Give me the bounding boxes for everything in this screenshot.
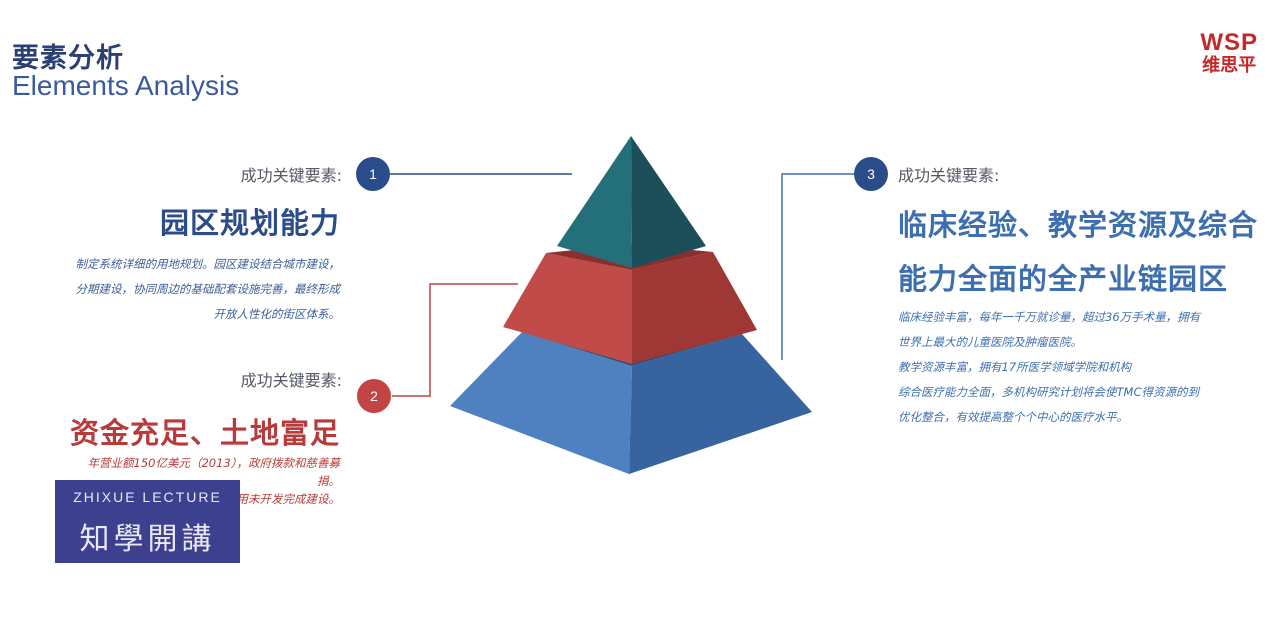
factor-3-description-line: 临床经验丰富，每年一千万就诊量，超过36万手术量，拥有: [898, 310, 1201, 324]
watermark-logo: ZHIXUE LECTURE 知學開講: [55, 480, 240, 563]
pyramid-tier-3-side: [629, 334, 812, 474]
pyramid-tier-2-front: [503, 253, 632, 364]
pyramid-tier-2-side: [632, 252, 757, 364]
factor-3-description: 临床经验丰富，每年一千万就诊量，超过36万手术量，拥有 世界上最大的儿童医院及肿…: [898, 305, 1268, 430]
factor-1-description-line: 分期建设，协同周边的基础配套设施完善，最终形成: [75, 282, 341, 296]
brand-logo: WSP 维思平: [1200, 30, 1258, 76]
connector-line-3: [781, 173, 854, 360]
watermark-text-en: ZHIXUE LECTURE: [73, 489, 222, 505]
page-subtitle: Elements Analysis: [12, 70, 240, 101]
pyramid-tier-1-front: [557, 136, 632, 268]
factor-3-description-line: 世界上最大的儿童医院及肿瘤医院。: [898, 335, 1082, 349]
factor-3-heading-line: 临床经验、教学资源及综合: [898, 208, 1259, 242]
logo-text-cn: 维思平: [1202, 55, 1257, 76]
logo-text-en: WSP: [1200, 29, 1258, 56]
factor-3-heading-line: 能力全面的全产业链园区: [898, 262, 1229, 296]
factor-3-heading: 临床经验、教学资源及综合 能力全面的全产业链园区: [898, 198, 1278, 306]
factor-3-label: 成功关键要素:: [898, 166, 1000, 185]
page-title: 要素分析: [12, 43, 124, 74]
pyramid-tier-3-front: [450, 332, 632, 474]
factor-1-description: 制定系统详细的用地规划。园区建设结合城市建设， 分期建设，协同周边的基础配套设施…: [10, 252, 341, 327]
watermark-text-cn: 知學開講: [79, 522, 216, 557]
factor-3-description-line: 教学资源丰富，拥有17所医学领域学院和机构: [898, 360, 1132, 374]
factor-3-description-line: 综合医疗能力全面，多机构研究计划将会使TMC得资源的到: [898, 385, 1199, 399]
factor-2-description-line: 捐。: [317, 474, 340, 488]
factor-1-label: 成功关键要素:: [240, 166, 342, 185]
pyramid-tier-1-side: [631, 136, 706, 268]
factor-1-badge: 1: [356, 157, 390, 191]
factor-3-badge: 3: [854, 157, 888, 191]
factor-2-description-line: 年营业额150亿美元（2013），政府拨款和慈善募: [87, 456, 340, 470]
factor-3-description-line: 优化整合，有效提高整个个中心的医疗水平。: [898, 410, 1128, 424]
factor-2-heading: 资金充足、土地富足: [69, 416, 340, 450]
factor-2-label: 成功关键要素:: [240, 371, 342, 390]
factor-1-description-line: 制定系统详细的用地规划。园区建设结合城市建设，: [75, 257, 341, 271]
connector-line-2: [392, 283, 518, 397]
factor-1-description-line: 开放人性化的街区体系。: [213, 307, 341, 321]
factor-2-badge: 2: [357, 379, 391, 413]
factor-1-heading: 园区规划能力: [159, 206, 340, 240]
